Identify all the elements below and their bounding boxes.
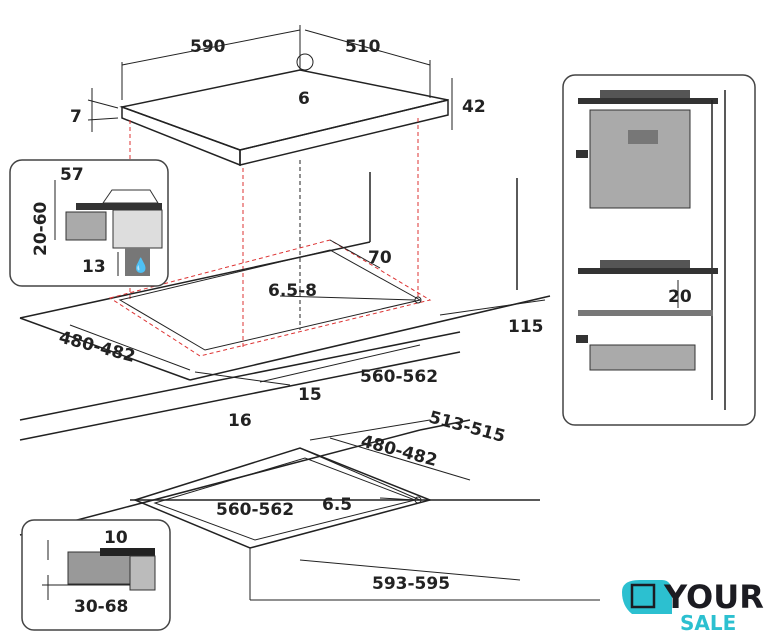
shopping-bag-icon bbox=[630, 583, 656, 609]
label-flush-rebate: 10 bbox=[104, 528, 128, 548]
gas-inlet-icon bbox=[296, 53, 314, 71]
label-flush-outer-depth: 513-515 bbox=[427, 408, 508, 448]
yoursale-logo: YOUR SALE bbox=[622, 578, 764, 635]
inset-flush-profile bbox=[21, 519, 171, 631]
flush-mount-drawing bbox=[19, 419, 600, 601]
label-inset-thickness: 20-60 bbox=[31, 201, 51, 256]
label-side-clearance: 115 bbox=[508, 317, 544, 337]
label-front-gap: 15 bbox=[298, 385, 322, 405]
label-flush-outer-width: 593-595 bbox=[372, 574, 450, 594]
label-front-margin: 16 bbox=[228, 411, 252, 431]
label-gas-inlet: 6 bbox=[298, 89, 310, 109]
label-hob-height: 42 bbox=[462, 97, 486, 117]
label-flush-inner-depth: 480-482 bbox=[359, 432, 440, 472]
logo-line1: YOUR bbox=[663, 578, 764, 616]
label-hob-width: 590 bbox=[190, 37, 226, 57]
label-inset-width: 57 bbox=[60, 165, 84, 185]
label-inset-gap: 13 bbox=[82, 257, 106, 277]
label-flush-inlet: 6.5 bbox=[322, 495, 352, 515]
label-cutout-back: 70 bbox=[368, 248, 392, 268]
label-flush-inner-width: 560-562 bbox=[216, 500, 294, 520]
inset-worktop-thickness: 💧 bbox=[9, 159, 169, 287]
gas-flame-icon: 💧 bbox=[132, 257, 149, 274]
label-cutout-depth: 480-482 bbox=[57, 328, 138, 368]
label-cutout-inlet: 6.5-8 bbox=[268, 281, 317, 301]
label-flush-thickness: 30-68 bbox=[74, 597, 128, 617]
label-glass-thickness: 7 bbox=[70, 107, 82, 127]
label-hob-depth: 510 bbox=[345, 37, 381, 57]
label-cabinet-gap: 20 bbox=[668, 287, 692, 307]
worktop-cutout-drawing bbox=[19, 172, 551, 441]
inset-cabinet-installation bbox=[562, 74, 756, 426]
logo-line2: SALE bbox=[680, 611, 736, 635]
label-cutout-width: 560-562 bbox=[360, 367, 438, 387]
